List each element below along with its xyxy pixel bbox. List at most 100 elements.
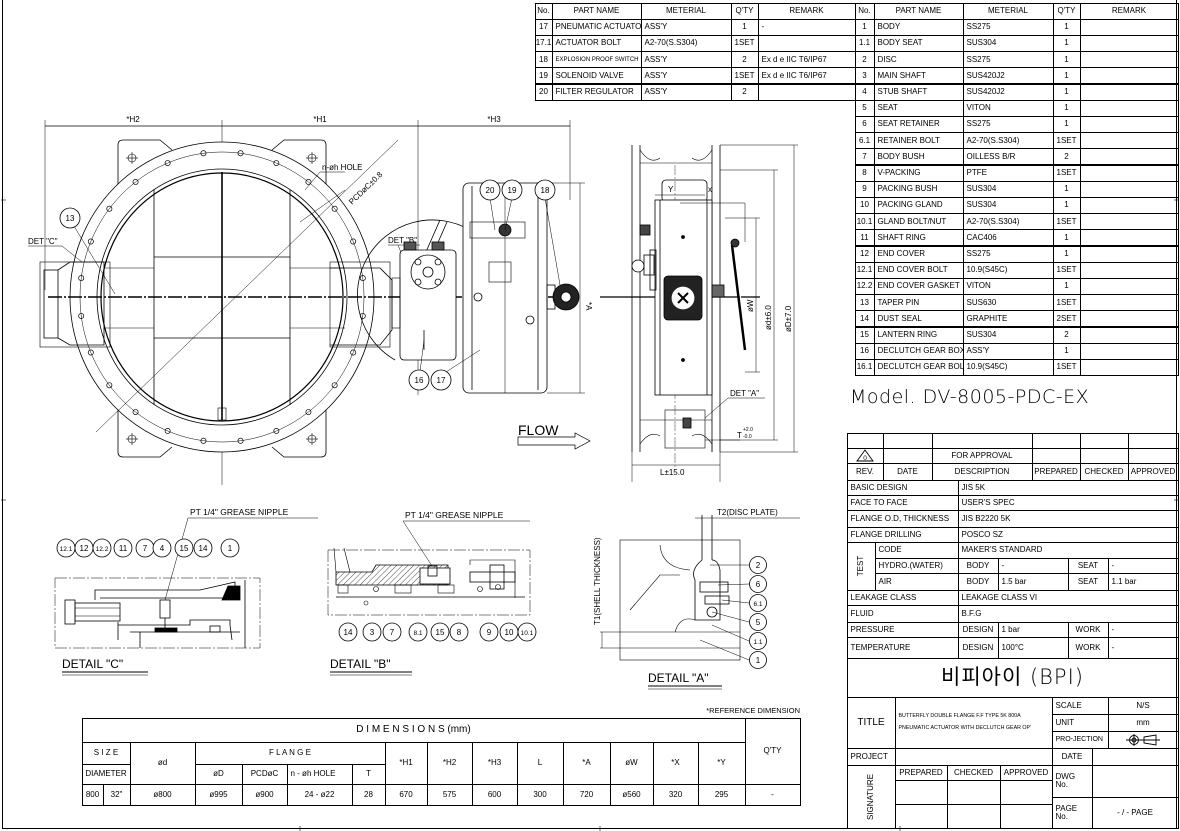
- parts-table-cell: [757, 34, 856, 53]
- parts-table-cell: 14: [854, 310, 875, 328]
- parts-table-cell-text: 5: [862, 103, 867, 113]
- parts-table-cell-text: SHAFT RING: [877, 232, 926, 242]
- revision-header: DATE: [882, 462, 933, 481]
- parts-table-cell: 3: [854, 67, 875, 85]
- bolt-hole: [132, 179, 139, 185]
- parts-table-cell-text: A2-70(S.S304): [644, 38, 698, 48]
- balloon-number: 12.2: [96, 546, 109, 553]
- frame-ticks: [1, 199, 1179, 831]
- test-code-value: MAKER'S STANDARD: [957, 541, 1179, 559]
- parts-table-cell: 1.1: [854, 34, 875, 53]
- detail-b-note: PT 1/4" GREASE NIPPLE: [405, 510, 504, 520]
- parts-table-cell: 12: [854, 245, 875, 263]
- revision-header-text: CHECKED: [1084, 466, 1124, 476]
- balloon-circle: [152, 538, 172, 558]
- parts-table-cell: 8: [854, 164, 875, 182]
- part-balloon: 14: [193, 538, 213, 558]
- parts-table-cell-text: 2: [1064, 330, 1069, 340]
- balloon-circle: [749, 556, 767, 574]
- spec-value-flange-od-text: JIS B2220 5K: [961, 513, 1011, 523]
- d-header-text: ød: [157, 758, 168, 767]
- parts-table-cell: 1SET: [1052, 213, 1081, 231]
- parts-table-cell-text: 1.1: [858, 38, 871, 48]
- parts-table-cell: 15: [854, 326, 875, 344]
- flange-value-text: ø900: [255, 789, 274, 799]
- parts-table-header: No.: [854, 2, 875, 20]
- project-value: [894, 747, 1053, 766]
- qty-value: -: [744, 783, 801, 806]
- parts-table-cell: 1SET: [1052, 164, 1081, 182]
- parts-table-cell: 1: [1052, 67, 1081, 85]
- parts-table-cell: 1: [1052, 245, 1081, 263]
- dwg-number-label-text: DWG No.: [1055, 772, 1076, 789]
- parts-table-header: Q'TY: [730, 2, 759, 20]
- dimension-col-header-text: *Y: [717, 758, 726, 767]
- test-hydro-body-value: -: [997, 557, 1069, 574]
- dimension-col-header-text: *X: [671, 758, 680, 767]
- parts-table-header-text: REMARK: [1111, 6, 1147, 16]
- parts-table-header: REMARK: [757, 2, 856, 20]
- parts-table-cell: 4: [854, 83, 875, 101]
- spec-label-basic-design: BASIC DESIGN: [846, 479, 959, 496]
- parts-table-cell: ASS'Y: [640, 51, 732, 69]
- parts-table-cell: [1079, 115, 1179, 134]
- balloon-circle: [220, 538, 240, 558]
- part-balloon: 13: [59, 207, 81, 229]
- revision-header-text: APPROVED: [1130, 466, 1176, 476]
- parts-table-cell: 1: [1052, 34, 1081, 53]
- temperature-design-value-text: 100°C: [1001, 642, 1024, 652]
- parts-table-cell: BODY SEAT: [873, 34, 964, 53]
- parts-table-header: PART NAME: [551, 2, 642, 20]
- parts-table-cell-text: SUS420J2: [966, 87, 1005, 97]
- h3-dimension-label: *H3: [487, 115, 501, 124]
- balloon-number: 17: [437, 376, 446, 385]
- flange-col-header: n - øh HOLE: [286, 763, 353, 785]
- test-air-seat-label-text: SEAT: [1077, 576, 1099, 586]
- revision-header-text: DATE: [897, 466, 918, 476]
- parts-table-cell: PACKING BUSH: [873, 180, 964, 198]
- parts-table-cell-text: SEAT: [877, 103, 898, 113]
- main-view: *H2 *H1 *H3: [28, 115, 593, 485]
- parts-table-cell: 1: [1052, 18, 1081, 36]
- parts-table-cell: GLAND BOLT/NUT: [873, 213, 964, 231]
- part-balloon: 18: [534, 179, 556, 201]
- parts-table-cell-text: SUS304: [966, 330, 997, 340]
- parts-table-cell-text: ACTUATOR BOLT: [555, 38, 622, 48]
- spec-value-basic-design: JIS 5K: [957, 479, 1179, 496]
- flange-value: 24 - ø22: [286, 783, 353, 806]
- size-mm-value: 800: [81, 783, 104, 806]
- parts-table-cell: END COVER GASKET: [873, 277, 964, 296]
- leader-line: [711, 624, 750, 642]
- test-code-value-text: MAKER'S STANDARD: [961, 545, 1043, 554]
- parts-table-cell: 1: [1052, 277, 1081, 296]
- spec-value-flange-drilling: POSCO SZ: [957, 526, 1179, 543]
- parts-table-cell-text: 1: [1064, 103, 1069, 113]
- parts-table-cell: 10.1: [854, 213, 875, 231]
- pressure-work-label: WORK: [1067, 621, 1109, 638]
- parts-table-cell: [1079, 277, 1179, 296]
- part-balloon: 12.1: [56, 538, 76, 558]
- size-header: S I Z E: [81, 741, 131, 765]
- parts-table-cell: SS275: [962, 245, 1054, 263]
- parts-table-cell: 1: [1052, 229, 1081, 247]
- det-b-label: DET "B": [388, 236, 417, 245]
- scale-value: N/S: [1107, 696, 1179, 715]
- dimension-col-header-text: *H2: [442, 758, 457, 767]
- hole-label: n-øh HOLE: [322, 163, 362, 172]
- parts-table-cell-text: SS275: [966, 249, 991, 259]
- parts-table-cell: SHAFT RING: [873, 229, 964, 247]
- parts-table-cell-text: DECLUTCH GEAR BOLT: [877, 362, 964, 372]
- revision-date-cell: [882, 447, 933, 464]
- parts-table-cell-text: 10: [860, 200, 869, 210]
- parts-table-cell: ASS'Y: [640, 83, 732, 101]
- parts-table-cell-text: SS275: [966, 22, 991, 32]
- parts-table-header: PART NAME: [873, 2, 964, 20]
- project-label: PROJECT: [846, 747, 896, 766]
- d-dimension-label: ød±6.0: [764, 305, 773, 330]
- parts-table-cell-text: RETAINER BOLT: [877, 135, 940, 145]
- balloon-number: 11: [119, 544, 128, 553]
- spec-value-basic-design-text: JIS 5K: [961, 482, 986, 492]
- parts-table-cell-text: 4: [862, 87, 867, 97]
- parts-table-cell: SUS304: [962, 326, 1054, 344]
